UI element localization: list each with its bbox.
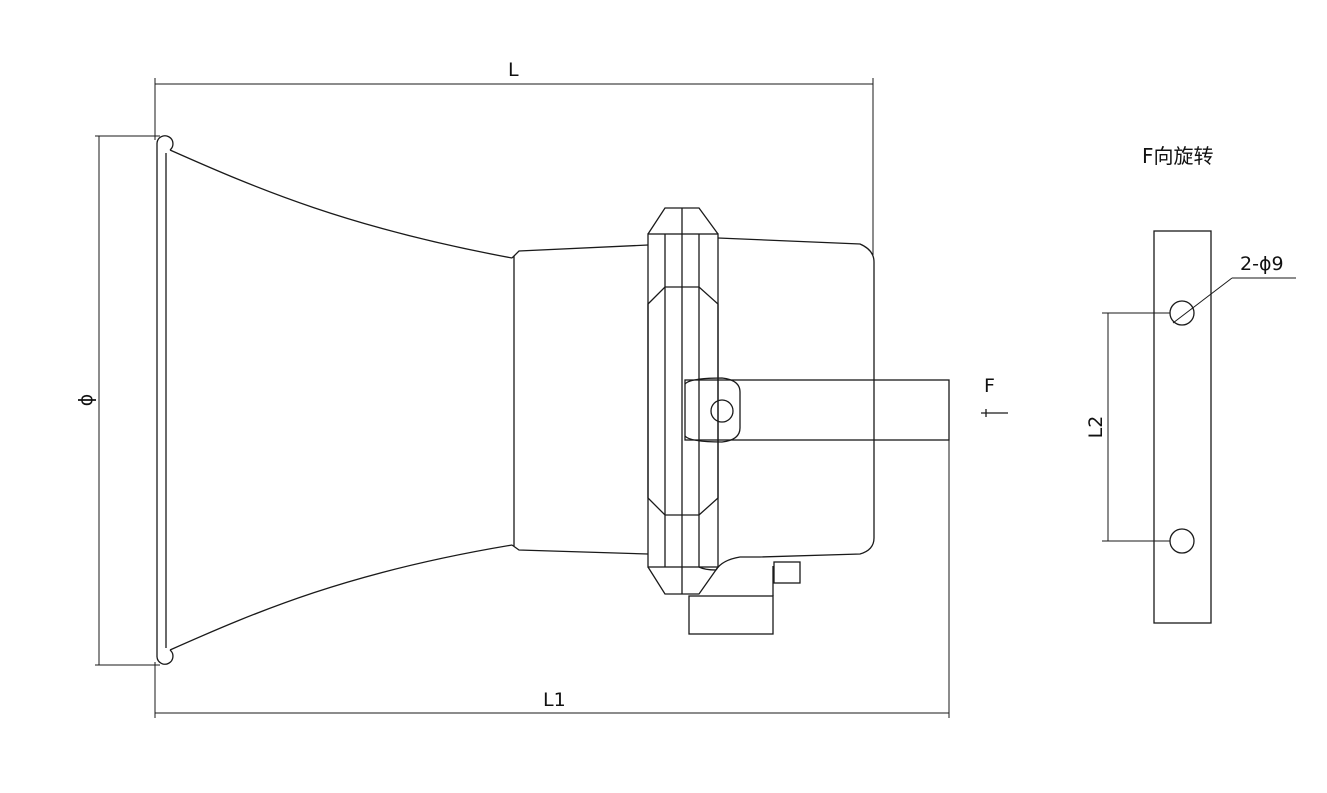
motor-housing	[688, 237, 875, 635]
flange-ring	[647, 207, 719, 595]
bracket-plate	[1153, 230, 1212, 624]
rotated-view-title: F向旋转	[1142, 144, 1214, 168]
dimension-l1: L1	[154, 440, 950, 718]
dimension-l: L	[154, 59, 874, 255]
bracket-pivot-hole	[710, 399, 734, 423]
mounting-hole-top	[1169, 300, 1195, 326]
dimension-l-label: L	[508, 59, 519, 81]
hole-spec-label: 2-ϕ9	[1240, 253, 1284, 275]
mounting-bracket	[684, 377, 950, 443]
dimension-diameter: ϕ	[75, 135, 160, 666]
dimension-l1-label: L1	[543, 689, 566, 711]
dimension-l2-label: L2	[1085, 416, 1107, 439]
mounting-hole-bottom	[1169, 528, 1195, 554]
rotated-view: F向旋转 2-ϕ9 L2	[1085, 144, 1296, 624]
horn-bell	[156, 135, 649, 665]
view-arrow-f: F	[981, 375, 1008, 417]
dimension-diameter-label: ϕ	[75, 394, 97, 407]
view-arrow-label: F	[984, 375, 995, 397]
